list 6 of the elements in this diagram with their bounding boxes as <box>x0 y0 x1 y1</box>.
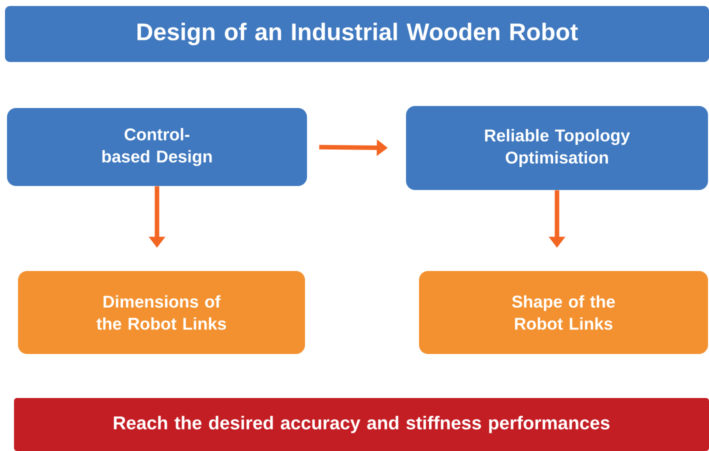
result-box: Dimensions of the Robot Links <box>18 271 305 354</box>
process-box: Control-based Design <box>7 108 307 186</box>
result-box: Shape of the Robot Links <box>419 271 708 354</box>
process-box: Reliable Topology Optimisation <box>406 106 708 190</box>
title-band: Design of an Industrial Wooden Robot <box>5 6 709 62</box>
goal-band: Reach the desired accuracy and stiffness performances <box>14 398 709 451</box>
